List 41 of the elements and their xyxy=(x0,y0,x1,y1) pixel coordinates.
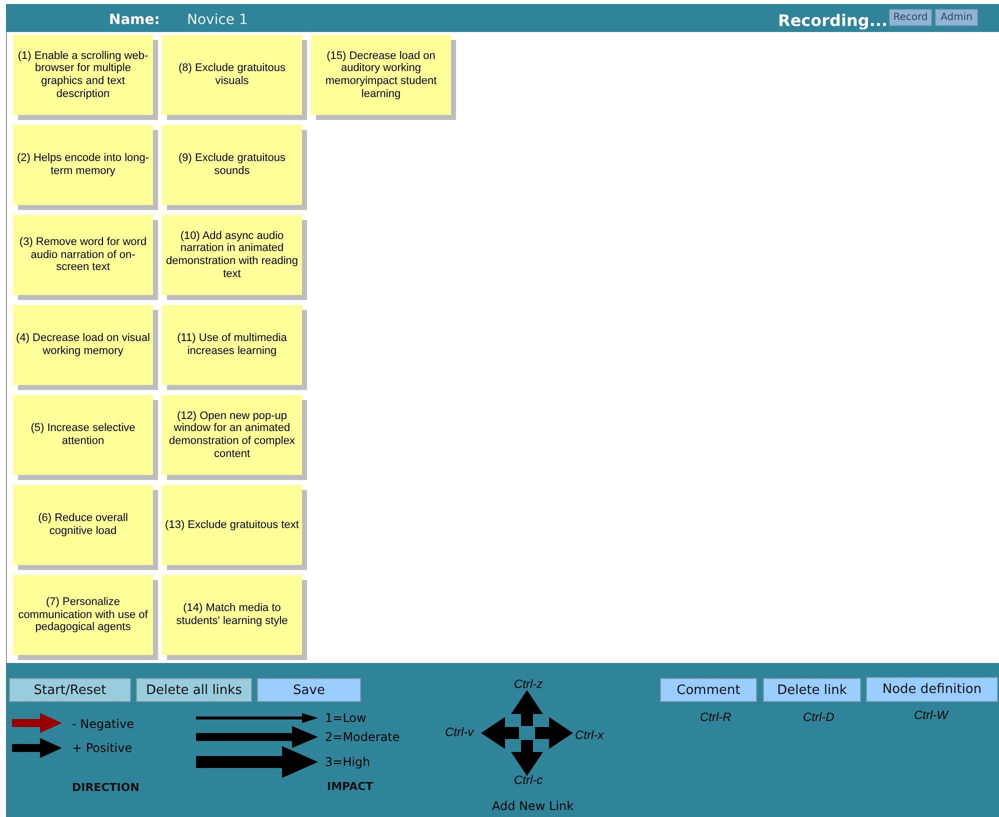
sticky-note: (3) Remove word for word audio narration of on-screen text xyxy=(13,215,153,295)
name-label: Name: xyxy=(109,12,160,28)
shortcut-label: Ctrl-x xyxy=(575,728,604,742)
sticky-note: (15) Decrease load on auditory working memoryimpact student learning xyxy=(311,35,451,115)
user-name: Novice 1 xyxy=(187,12,248,28)
shortcut-label: Ctrl-v xyxy=(445,725,474,739)
legend-label: - Negative xyxy=(72,717,134,731)
shortcut-label: Ctrl-R xyxy=(700,710,732,724)
section-heading: IMPACT xyxy=(327,780,374,793)
shortcut-label: Ctrl-c xyxy=(514,773,543,787)
sticky-note: (5) Increase selective attention xyxy=(13,395,153,475)
sticky-note: (13) Exclude gratuitous text xyxy=(162,485,302,565)
comment-button: Comment xyxy=(660,678,757,702)
section-heading: DIRECTION xyxy=(72,781,140,794)
sticky-note: (14) Match media to students' learning style xyxy=(162,575,302,655)
sticky-note: (7) Personalize communication with use of pedagogical agents xyxy=(13,575,153,655)
shortcut-label: Ctrl-z xyxy=(514,677,543,691)
start-reset-button: Start/Reset xyxy=(9,678,131,702)
sticky-note: (2) Helps encode into long-term memory xyxy=(13,125,153,205)
sticky-note: (11) Use of multimedia increases learning xyxy=(162,305,302,385)
recording-status: Recording... xyxy=(778,11,888,30)
record-button: Record xyxy=(889,9,932,26)
sticky-note: (6) Reduce overall cognitive load xyxy=(13,485,153,565)
sticky-note: (8) Exclude gratuitous visuals xyxy=(162,35,302,115)
delete-all-links-button: Delete all links xyxy=(136,678,252,702)
caption: Add New Link xyxy=(492,799,574,813)
sticky-note: (12) Open new pop-up window for an animated demonstration of complex content xyxy=(162,395,302,475)
sticky-note: (1) Enable a scrolling web-browser for multiple graphics and text description xyxy=(13,35,153,115)
legend-label: + Positive xyxy=(72,741,132,755)
delete-link-button: Delete link xyxy=(763,678,861,702)
sticky-note: (4) Decrease load on visual working memory xyxy=(13,305,153,385)
sticky-note: (10) Add async audio narration in animated demonstration with reading text xyxy=(162,215,302,295)
shortcut-label: Ctrl-D xyxy=(803,710,834,724)
sticky-note: (9) Exclude gratuitous sounds xyxy=(162,125,302,205)
save-button: Save xyxy=(257,678,361,702)
legend-label: 1=Low xyxy=(325,711,366,725)
admin-button: Admin xyxy=(935,9,978,26)
legend-label: 2=Moderate xyxy=(325,730,400,744)
shortcut-label: Ctrl-W xyxy=(914,708,948,722)
legend-label: 3=High xyxy=(325,755,370,769)
node-definition-button: Node definition xyxy=(866,677,998,702)
